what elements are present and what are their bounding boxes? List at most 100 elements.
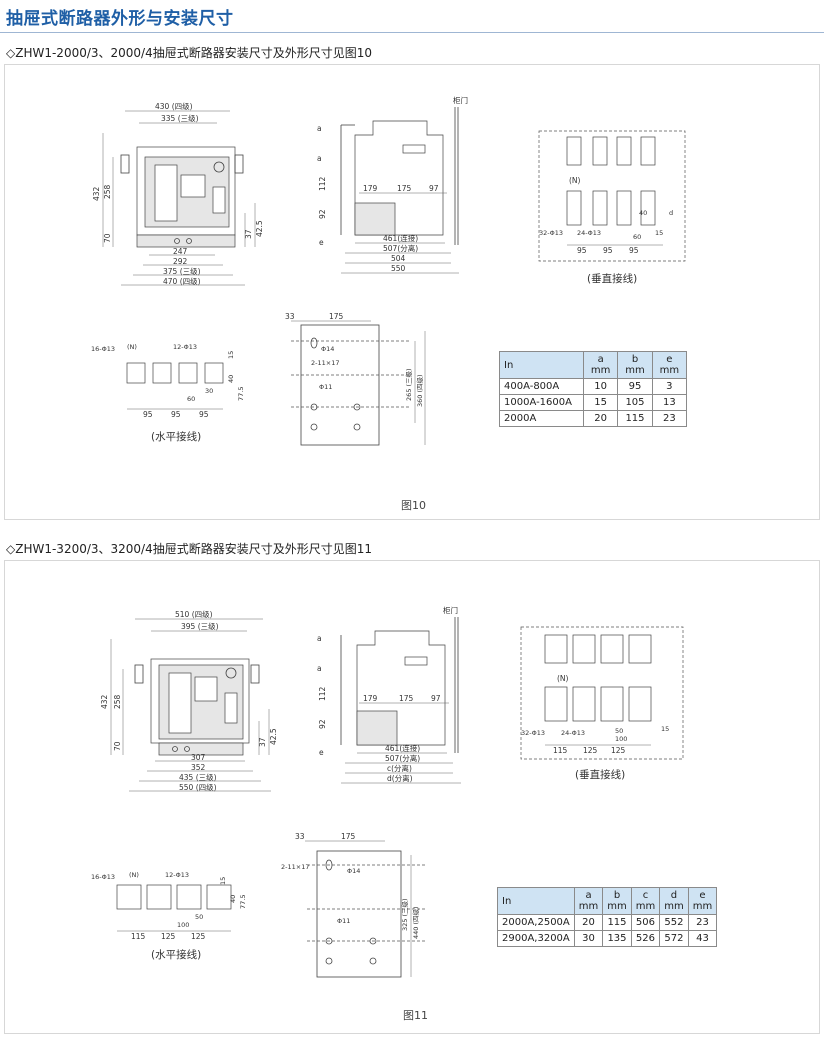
section2-heading: ◇ZHW1-3200/3、3200/4抽屉式断路器安装尺寸及外形尺寸见图11 <box>6 542 373 556</box>
col-in: In <box>499 351 584 379</box>
dim-50: 50 <box>615 727 623 735</box>
dim-37: 37 <box>244 229 253 239</box>
dim-550: 550 (四级) <box>179 782 217 792</box>
dim-461: 461(连接) <box>383 233 418 243</box>
dim-550: 550 <box>391 264 406 273</box>
table-row: 400A-800A 10 95 3 <box>499 378 688 395</box>
cabinet-door-label: 柜门 <box>453 95 468 105</box>
title-divider <box>0 32 824 33</box>
dim-height-258: 258 <box>113 694 122 709</box>
dim-435: 435 (三级) <box>179 772 217 782</box>
figure10-label: 图10 <box>401 499 426 512</box>
dim-a-top: a <box>317 634 322 643</box>
pitch-h-125-b: 125 <box>191 932 206 941</box>
dim-e: e <box>319 238 324 247</box>
figure11-horizontal-wiring: 16-Φ13 (N) 12-Φ13 15 40 50 100 77.5 115 … <box>91 871 247 941</box>
dia-11: Φ11 <box>319 383 332 391</box>
dim-42-5: 42.5 <box>269 728 278 745</box>
dim-507: 507(分离) <box>385 753 420 763</box>
pitch-h-95-a: 95 <box>143 410 153 419</box>
dim-15-h: 15 <box>219 877 227 885</box>
dim-112: 112 <box>318 176 327 191</box>
neutral-label: (N) <box>557 674 569 683</box>
figure10-front-view: 430 (四级) 335 (三级) 432 258 70 37 42.5 247… <box>92 101 264 286</box>
dim-d: d(分离) <box>387 773 413 783</box>
dim-width-3pole: 395 (三级) <box>181 621 219 631</box>
dim-292: 292 <box>173 257 188 266</box>
vertical-wiring-caption: (垂直接线) <box>587 273 638 285</box>
dim-100: 100 <box>615 735 627 743</box>
dim-width-3pole: 335 (三级) <box>161 113 199 123</box>
dim-175: 175 <box>397 184 412 193</box>
pitch-125-a: 125 <box>583 746 598 755</box>
pitch-h-95-c: 95 <box>199 410 209 419</box>
dim-112: 112 <box>318 686 327 701</box>
dim-179: 179 <box>363 694 378 703</box>
holes-16: 16-Φ13 <box>91 345 115 353</box>
neutral-label-h: (N) <box>127 343 137 351</box>
dia-14: Φ14 <box>321 345 334 353</box>
dia-11: Φ11 <box>337 917 350 925</box>
dim-height-70: 70 <box>113 741 122 751</box>
slots-2-11x17: 2-11×17 <box>281 863 309 871</box>
table-row: 2000A,2500A 20 115 506 552 23 <box>497 914 718 931</box>
dim-a-mid: a <box>317 154 322 163</box>
dim-92: 92 <box>318 719 327 729</box>
dim-100-h: 100 <box>177 921 189 929</box>
dim-50-h: 50 <box>195 913 203 921</box>
dim-40-h: 40 <box>227 375 235 383</box>
section1-heading: ◇ZHW1-2000/3、2000/4抽屉式断路器安装尺寸及外形尺寸见图10 <box>6 46 373 60</box>
pitch-125-b: 125 <box>611 746 626 755</box>
dim-15-h: 15 <box>227 351 235 359</box>
dim-33: 33 <box>285 312 295 321</box>
dim-60: 60 <box>633 233 641 241</box>
pitch-95-a: 95 <box>577 246 587 255</box>
neutral-label: (N) <box>569 176 581 185</box>
dim-504: 504 <box>391 254 406 263</box>
dim-360: 360 (四级) <box>415 374 424 407</box>
pitch-115: 115 <box>553 746 568 755</box>
holes-32: 32-Φ13 <box>521 729 545 737</box>
dim-77-5: 77.5 <box>239 895 247 909</box>
dim-247: 247 <box>173 247 188 256</box>
cabinet-door-label: 柜门 <box>443 605 458 615</box>
pitch-h-115: 115 <box>131 932 146 941</box>
dim-175: 175 <box>399 694 414 703</box>
dim-175-m: 175 <box>341 832 356 841</box>
holes-24: 24-Φ13 <box>577 229 601 237</box>
holes-32: 32-Φ13 <box>539 229 563 237</box>
dim-40: 40 <box>639 209 647 217</box>
dim-width-4pole: 510 (四级) <box>175 609 213 619</box>
dim-42-5: 42.5 <box>255 220 264 237</box>
slots-2-11x17: 2-11×17 <box>311 359 339 367</box>
holes-12: 12-Φ13 <box>173 343 197 351</box>
figure10-vertical-wiring: (N) 32-Φ13 24-Φ13 40 60 15 d 95 95 95 <box>538 130 686 262</box>
figure11-mounting: 33 175 2-11×17 Φ14 Φ11 325 (三级) 440 (四级) <box>281 832 427 978</box>
dim-c: c(分离) <box>387 763 412 773</box>
dim-325: 325 (三级) <box>400 898 409 931</box>
neutral-label-h: (N) <box>129 871 139 879</box>
holes-24: 24-Φ13 <box>561 729 585 737</box>
dim-179: 179 <box>363 184 378 193</box>
figure11-vertical-wiring: (N) 32-Φ13 24-Φ13 50 100 15 115 125 125 <box>520 626 684 760</box>
dim-15: 15 <box>655 229 663 237</box>
dim-440: 440 (四级) <box>411 906 420 939</box>
page-title: 抽屉式断路器外形与安装尺寸 <box>6 9 234 29</box>
holes-16: 16-Φ13 <box>91 873 115 881</box>
figure10-mounting: 33 175 Φ14 2-11×17 Φ11 265 (三级) 360 (四级) <box>285 312 426 446</box>
dim-375: 375 (三级) <box>163 266 201 276</box>
dim-d: d <box>669 209 673 217</box>
dim-507: 507(分离) <box>383 243 418 253</box>
pitch-95-c: 95 <box>629 246 639 255</box>
holes-12: 12-Φ13 <box>165 871 189 879</box>
dim-37: 37 <box>258 737 267 747</box>
dim-height-432: 432 <box>92 186 101 201</box>
